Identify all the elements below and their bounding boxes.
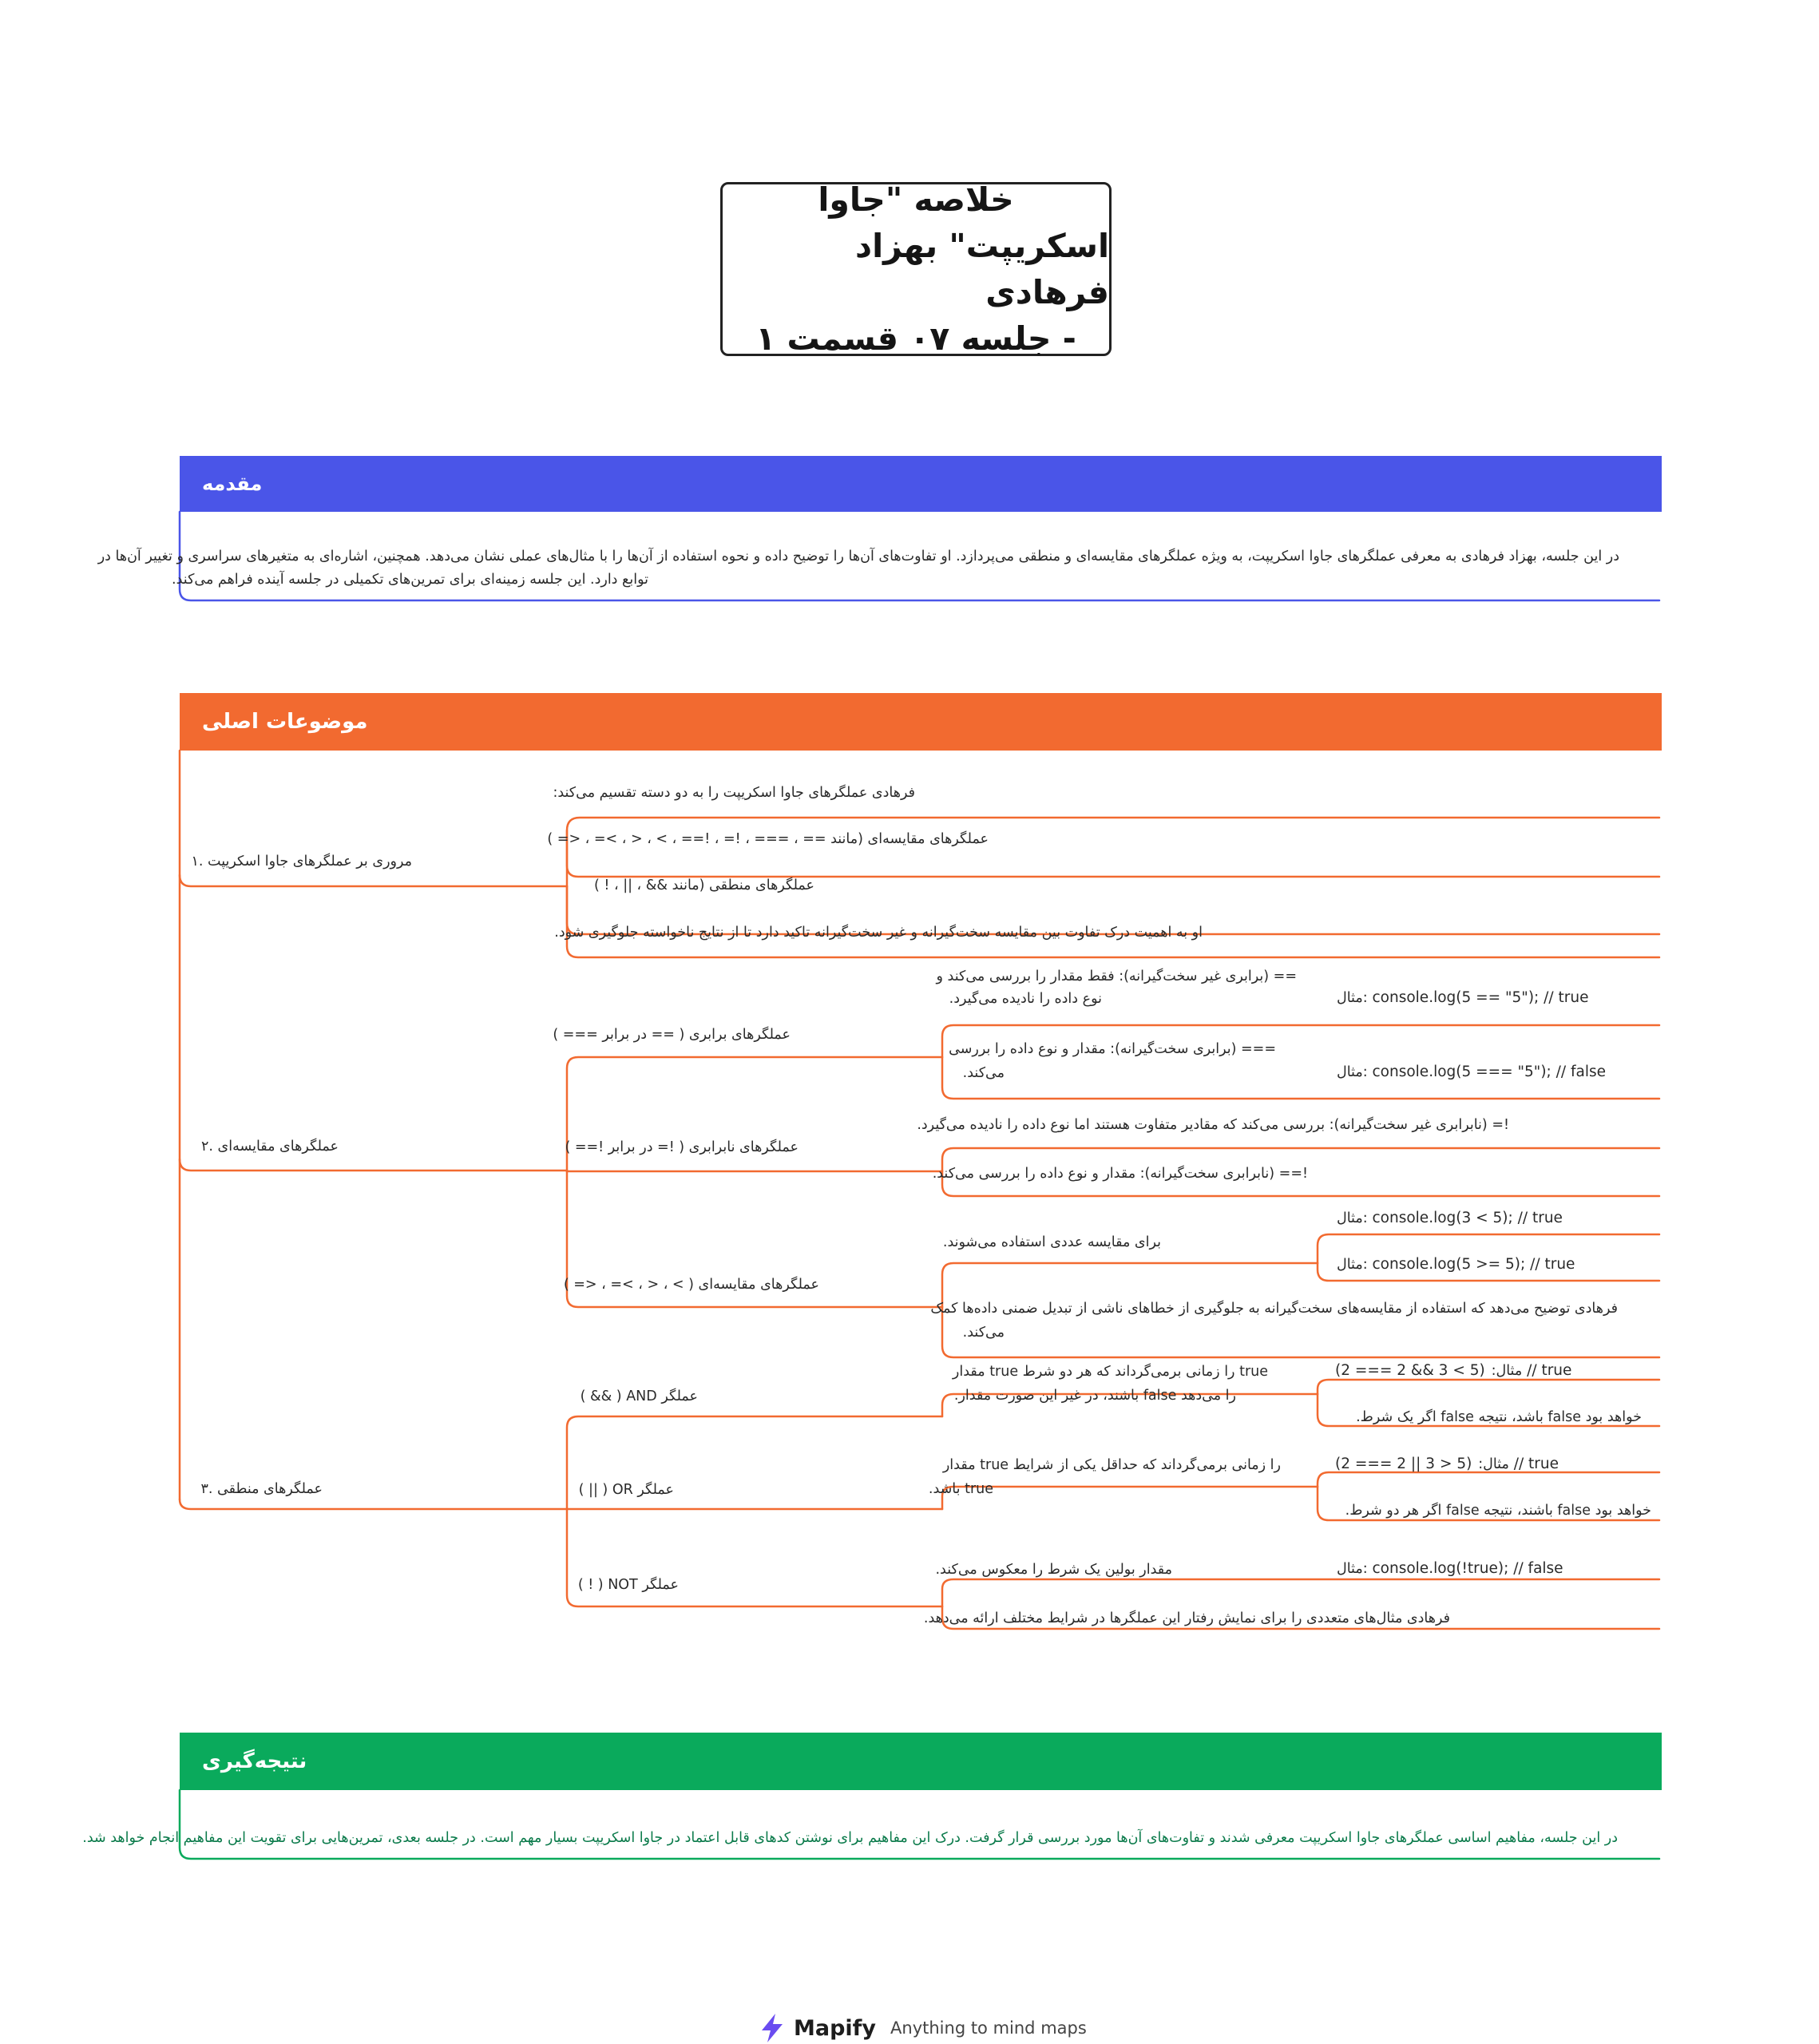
relational-example-1: مثال: console.log(3 < 5); // true: [1335, 1208, 1563, 1229]
inequality-label: عملگرهای نابرابری ( != در برابر !== ): [565, 1139, 799, 1155]
title-line-2: اسکریپت" بهزاد فرهادی: [855, 227, 1109, 311]
or-example: مثال: (5 < 3 || 2 === 2) // true: [1335, 1454, 1559, 1475]
equality-a-line2: نوع داده را نادیده می‌گیرد.: [949, 991, 1102, 1007]
lightning-bolt-icon: [762, 2014, 783, 2042]
example-label: مثال:: [1337, 1257, 1368, 1273]
conclusion-label: نتیجه‌گیری: [202, 1749, 307, 1773]
title-box: خلاصه "جاوا اسکریپت" بهزاد فرهادی - جلسه…: [720, 180, 1112, 358]
topic1-item-2: عملگرهای مقایسه‌ای (مانند == ، === ، != …: [547, 831, 989, 847]
example-label: مثال:: [1337, 1210, 1368, 1226]
intro-line-1: در این جلسه، بهزاد فرهادی به معرفی عملگر…: [97, 549, 1619, 564]
title-line-3: - جلسه ۰۷ قسمت ۱: [755, 319, 1076, 358]
not-label: عملگر NOT ( ! ): [577, 1577, 679, 1593]
title-line-1: خلاصه "جاوا: [818, 180, 1014, 219]
and-label: عملگر AND ( && ): [580, 1388, 698, 1404]
not-note: فرهادی مثال‌های متعددی را برای نمایش رفت…: [923, 1610, 1450, 1626]
topic2-label: عملگرهای مقایسه‌ای .۲: [200, 1139, 339, 1155]
inequality-b: !== (نابرابری سخت‌گیرانه): مقدار و نوع د…: [932, 1166, 1308, 1182]
and-note: خواهد بود false باشد، نتیجه false اگر یک…: [1356, 1409, 1642, 1425]
and-example: مثال: (5 > 3 && 2 === 2) // true: [1335, 1361, 1571, 1381]
intro-header: مقدمه: [180, 456, 1662, 512]
not-example: مثال: console.log(!true); // false: [1335, 1559, 1563, 1579]
or-desc-line1: را زمانی برمی‌گرداند که حداقل یکی از شرا…: [942, 1457, 1281, 1473]
example-label: مثال:: [1337, 990, 1368, 1006]
topic1-item-4: او به اهمیت درک تفاوت بین مقایسه سخت‌گیر…: [554, 925, 1203, 941]
topic1-item-3: عملگرهای منطقی (مانند && ، || ، ! ): [594, 877, 814, 893]
relational-example-2: مثال: console.log(5 >= 5); // true: [1335, 1254, 1575, 1275]
example-code: console.log(5 === "5"); // false: [1372, 1064, 1607, 1080]
topic1-item-1: فرهادی عملگرهای جاوا اسکریپت را به دو دس…: [553, 785, 915, 801]
example-label: مثال:: [1478, 1456, 1509, 1472]
equality-a-example: مثال: console.log(5 == "5"); // true: [1335, 988, 1588, 1008]
relational-b-line1: فرهادی توضیح می‌دهد که استفاده از مقایسه…: [930, 1301, 1618, 1317]
relational-b-line2: می‌کند.: [962, 1325, 1005, 1341]
main-topics-header: موضوعات اصلی: [180, 693, 1662, 751]
equality-a-line1: == (برابری غیر سخت‌گیرانه): فقط مقدار را…: [936, 969, 1297, 984]
not-desc: مقدار بولین یک شرط را معکوس می‌کند.: [935, 1562, 1172, 1578]
intro-label: مقدمه: [202, 473, 263, 495]
and-desc-line1: true را زمانی برمی‌گرداند که هر دو شرط t…: [952, 1364, 1268, 1380]
main-topics-label: موضوعات اصلی: [202, 710, 368, 734]
conclusion-header: نتیجه‌گیری: [180, 1733, 1662, 1790]
example-code: console.log(5 == "5"); // true: [1372, 989, 1589, 1006]
and-desc-line2: را می‌دهد false باشند، در غیر این صورت م…: [953, 1388, 1236, 1404]
example-label: مثال:: [1337, 1064, 1368, 1080]
brand-name: Mapify: [794, 2015, 877, 2041]
intro-line-2: توابع دارد. این جلسه زمینه‌ای برای تمرین…: [172, 572, 648, 588]
or-note: خواهد بود false باشند، نتیجه false اگر ه…: [1345, 1503, 1651, 1519]
conclusion-text: در این جلسه، مفاهیم اساسی عملگرهای جاوا …: [82, 1830, 1618, 1846]
or-label: عملگر OR ( || ): [578, 1482, 674, 1498]
example-label: مثال:: [1491, 1363, 1523, 1379]
equality-label: عملگرهای برابری ( == در برابر === ): [553, 1027, 791, 1043]
topic3-label: عملگرهای منطقی .۳: [200, 1481, 323, 1497]
relational-a: برای مقایسه عددی استفاده می‌شوند.: [942, 1234, 1161, 1250]
footer-brand: Mapify Anything to mind maps: [759, 2012, 1087, 2044]
inequality-a: != (نابرابری غیر سخت‌گیرانه): بررسی می‌ک…: [917, 1117, 1509, 1133]
example-code: console.log(5 >= 5); // true: [1372, 1256, 1575, 1273]
example-code: console.log(!true); // false: [1372, 1560, 1563, 1577]
equality-b-example: مثال: console.log(5 === "5"); // false: [1335, 1062, 1606, 1083]
topic1-label: مروری بر عملگرهای جاوا اسکریپت .۱: [191, 854, 412, 869]
equality-b-line1: === (برابری سخت‌گیرانه): مقدار و نوع داد…: [949, 1041, 1276, 1057]
or-desc-line2: true باشد.: [928, 1481, 993, 1497]
example-label: مثال:: [1337, 1561, 1368, 1577]
example-code: console.log(3 < 5); // true: [1372, 1210, 1563, 1226]
equality-b-line2: می‌کند.: [962, 1065, 1005, 1081]
brand-tagline: Anything to mind maps: [890, 2018, 1087, 2038]
relational-label: عملگرهای مقایسه‌ای ( > ، < ، >= ، <= ): [563, 1277, 819, 1293]
example-code: (5 < 3 || 2 === 2) // true: [1335, 1456, 1559, 1472]
example-code: (5 > 3 && 2 === 2) // true: [1335, 1362, 1572, 1379]
